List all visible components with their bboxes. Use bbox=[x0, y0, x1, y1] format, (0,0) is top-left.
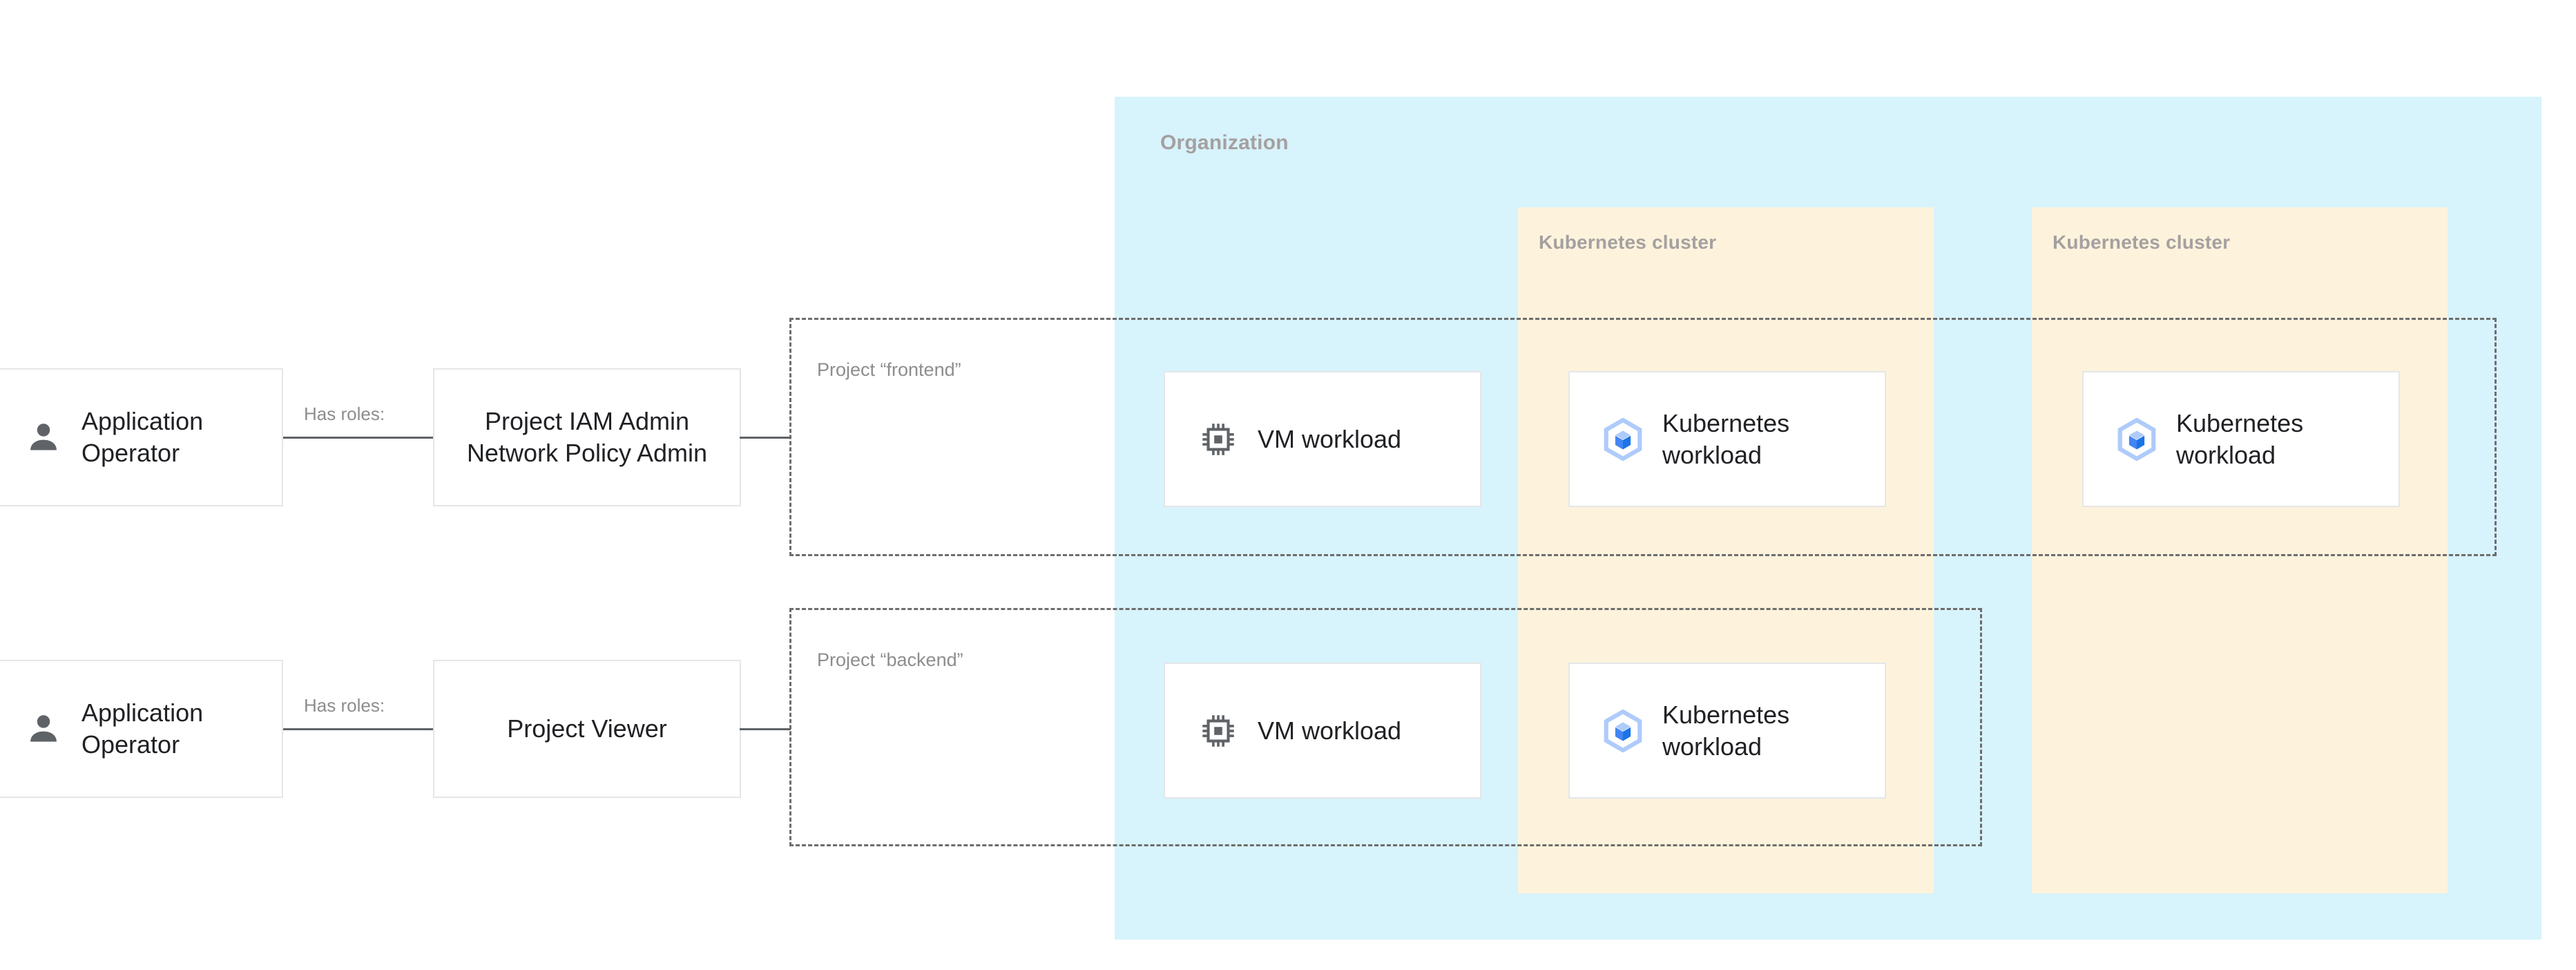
workload-card-kubernetes-frontend-cluster1[interactable]: Kubernetes workload bbox=[1568, 371, 1886, 507]
actor-label: Application Operator bbox=[81, 698, 204, 759]
workload-card-vm-frontend[interactable]: VM workload bbox=[1164, 371, 1481, 507]
person-icon bbox=[22, 707, 65, 750]
actor-label: Application Operator bbox=[81, 406, 204, 467]
connector-actor-to-role-2 bbox=[283, 728, 434, 730]
workload-label: VM workload bbox=[1258, 716, 1402, 745]
kubernetes-engine-icon bbox=[1602, 417, 1644, 461]
actor-box-application-operator-1[interactable]: Application Operator bbox=[0, 368, 283, 506]
cpu-chip-icon bbox=[1197, 418, 1240, 461]
kubernetes-cluster-zone-2 bbox=[2032, 207, 2448, 893]
project-label-frontend: Project “frontend” bbox=[817, 359, 961, 380]
cpu-chip-icon bbox=[1197, 710, 1240, 752]
kubernetes-engine-icon bbox=[2115, 417, 2158, 461]
connector-label-has-roles-2: Has roles: bbox=[304, 695, 385, 716]
project-label-backend: Project “backend” bbox=[817, 649, 963, 670]
connector-role-to-project-1 bbox=[740, 437, 791, 439]
organization-zone-label: Organization bbox=[1160, 131, 1289, 154]
workload-label: Kubernetes workload bbox=[1662, 409, 1790, 469]
person-icon bbox=[22, 416, 65, 459]
workload-label: Kubernetes workload bbox=[2176, 409, 2304, 469]
actor-box-application-operator-2[interactable]: Application Operator bbox=[0, 660, 283, 798]
connector-label-has-roles-1: Has roles: bbox=[304, 403, 385, 424]
workload-card-vm-backend[interactable]: VM workload bbox=[1164, 663, 1481, 799]
role-label: Project Viewer bbox=[507, 714, 667, 743]
role-label: Project IAM Admin Network Policy Admin bbox=[466, 406, 708, 467]
connector-actor-to-role-1 bbox=[283, 437, 434, 439]
workload-label: Kubernetes workload bbox=[1662, 701, 1790, 761]
role-box-2[interactable]: Project Viewer bbox=[433, 660, 741, 798]
kubernetes-cluster-label-2: Kubernetes cluster bbox=[2053, 231, 2231, 253]
workload-label: VM workload bbox=[1258, 424, 1402, 453]
kubernetes-engine-icon bbox=[1602, 709, 1644, 752]
connector-role-to-project-2 bbox=[740, 728, 791, 730]
workload-card-kubernetes-frontend-cluster2[interactable]: Kubernetes workload bbox=[2082, 371, 2400, 507]
project-boundary-backend bbox=[789, 608, 1982, 846]
kubernetes-cluster-label-1: Kubernetes cluster bbox=[1539, 231, 1717, 253]
workload-card-kubernetes-backend-cluster1[interactable]: Kubernetes workload bbox=[1568, 663, 1886, 799]
role-box-1[interactable]: Project IAM Admin Network Policy Admin bbox=[433, 368, 741, 506]
